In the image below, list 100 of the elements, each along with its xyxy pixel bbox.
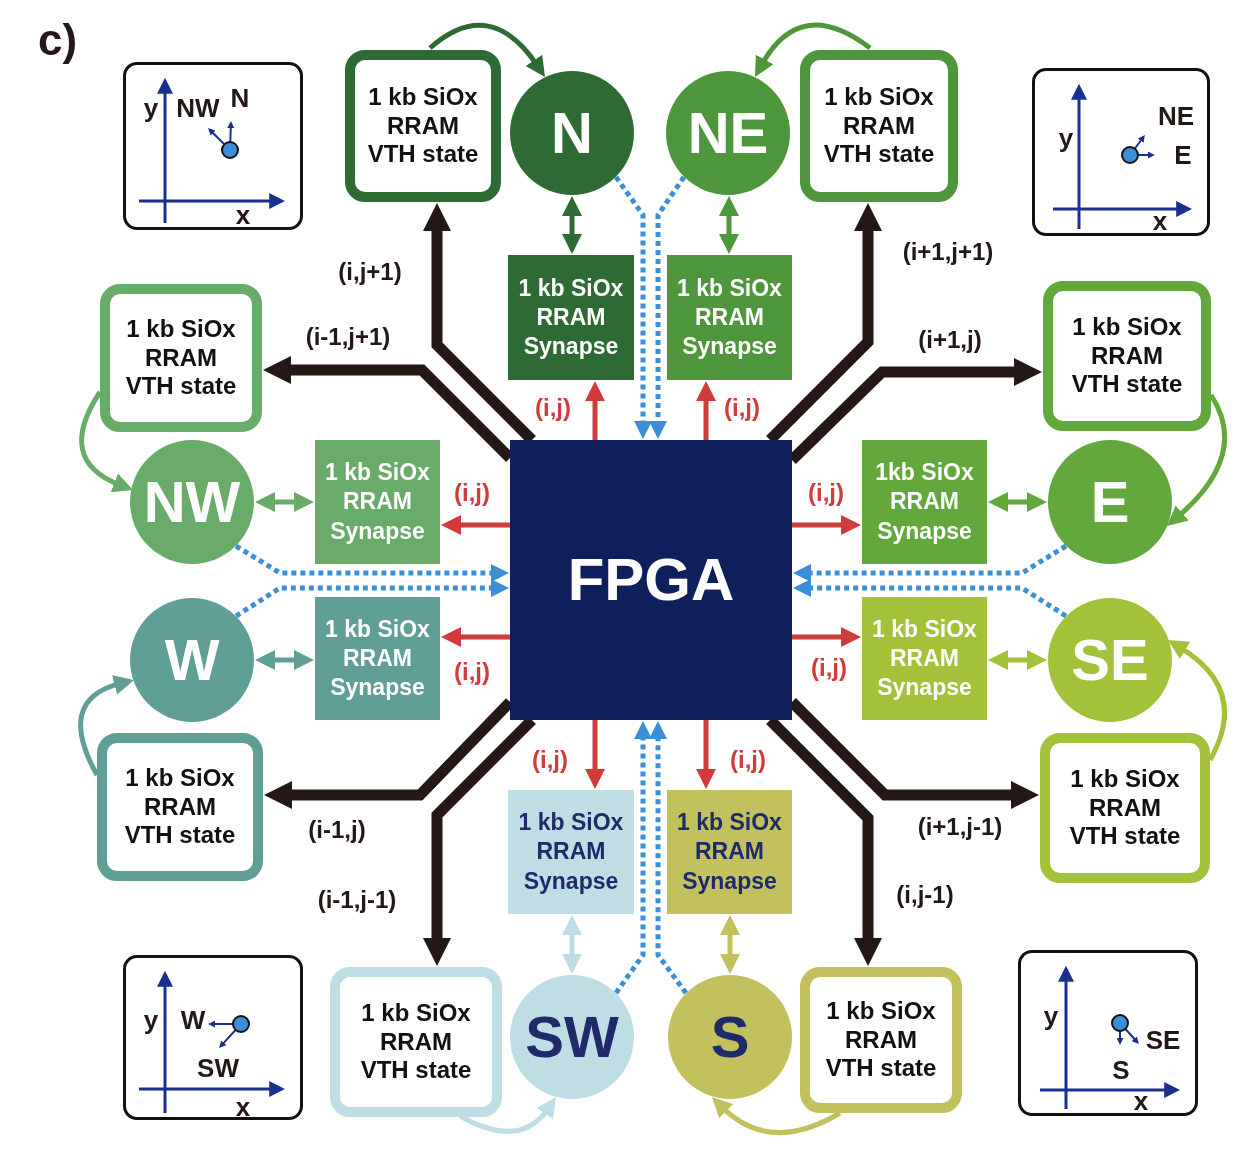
double-arrow [255, 492, 314, 512]
double-arrow [988, 492, 1047, 512]
edge-label: (i,j+1) [336, 260, 404, 284]
double-arrow [720, 915, 740, 974]
curved-arrow [754, 22, 872, 77]
node-label: 1 kb SiOx RRAM Synapse [517, 808, 625, 896]
double-arrow [719, 196, 739, 254]
dotted-arrow [793, 543, 1068, 582]
dotted-arrow [649, 175, 687, 439]
node-label: 1kb SiOx RRAM Synapse [874, 458, 975, 546]
inset-label: x [1133, 1088, 1149, 1114]
node-label: N [551, 104, 593, 162]
state-box [97, 733, 263, 881]
node-label: E [1090, 473, 1130, 531]
synapse-box [667, 790, 792, 914]
arrow [441, 515, 510, 535]
synapse-box [862, 440, 987, 564]
state-box [800, 967, 962, 1113]
dotted-arrow [234, 579, 509, 619]
inset-label: y [1058, 125, 1074, 151]
node-label: 1 kb SiOx RRAM Synapse [324, 458, 431, 546]
inset-label: W [180, 1007, 206, 1033]
state-box [330, 967, 502, 1117]
dotted-arrow [649, 721, 688, 995]
node-label: 1 kb SiOx RRAM VTH state [124, 314, 238, 402]
curved-arrow [1167, 393, 1228, 527]
curved-arrow [428, 22, 546, 77]
node-label: 1 kb SiOx RRAM VTH state [366, 82, 480, 170]
synapse-box [315, 597, 440, 720]
double-arrow [988, 650, 1047, 670]
dotted-arrow [613, 721, 652, 995]
node-label: 1 kb SiOx RRAM Synapse [871, 614, 978, 703]
edge-label: (i,j) [533, 396, 573, 420]
synapse-box [862, 597, 987, 720]
synapse-box [315, 440, 440, 564]
edge-label: (i+1,j+1) [900, 240, 996, 264]
edge-label: (i+1,j-1) [915, 815, 1005, 839]
arrow [696, 381, 716, 440]
double-arrow [255, 650, 314, 670]
edge-label: (i,j) [806, 481, 846, 505]
curved-arrow [458, 1097, 557, 1134]
edge-label: (i,j) [728, 748, 768, 772]
curved-arrow [78, 675, 134, 777]
inset-label: y [1043, 1003, 1059, 1029]
edge-label: (i,j) [809, 656, 849, 680]
node-label: FPGA [567, 550, 735, 610]
node-label: 1 kb SiOx RRAM Synapse [676, 273, 783, 362]
edge-label: (i,j) [452, 660, 492, 684]
edge-label: (i,j) [530, 748, 570, 772]
state-box [1040, 733, 1210, 883]
node-label: 1 kb SiOx RRAM VTH state [359, 998, 473, 1086]
fpga-block [510, 440, 792, 720]
node-label: 1 kb SiOx RRAM VTH state [824, 996, 938, 1084]
edge-label: (i-1,j+1) [303, 325, 393, 349]
inset-label: NE [1157, 103, 1195, 129]
node-label: 1 kb SiOx RRAM VTH state [822, 82, 936, 170]
inset-label: x [235, 1094, 251, 1120]
inset-label: SE [1145, 1027, 1181, 1053]
synapse-box [667, 255, 792, 380]
arrow [441, 627, 510, 647]
edge-label: (i-1,j-1) [315, 888, 399, 912]
inset-label: N [230, 85, 250, 111]
inset-label: NW [176, 95, 220, 121]
arrow [696, 720, 716, 789]
node-label: SW [525, 1008, 619, 1066]
state-box [1043, 281, 1211, 431]
synapse-box [508, 790, 634, 914]
dotted-arrow [613, 175, 652, 439]
edge-label: (i+1,j) [916, 328, 984, 352]
edge-label: (i,j-1) [894, 883, 956, 907]
dotted-arrow [234, 543, 509, 582]
inset-label: E [1174, 142, 1192, 168]
node-label: 1 kb SiOx RRAM VTH state [123, 763, 237, 851]
node-label: 1 kb SiOx RRAM VTH state [1068, 764, 1182, 852]
edge-label: (i,j) [452, 481, 492, 505]
curved-arrow [79, 390, 133, 492]
inset-label: SW [197, 1055, 239, 1081]
inset-label: S [1112, 1057, 1130, 1083]
inset-label: y [143, 95, 159, 121]
state-box [345, 50, 501, 202]
node-label: NW [143, 473, 241, 531]
inset-label: x [1152, 208, 1168, 234]
double-arrow [562, 196, 582, 254]
node-label: NE [687, 104, 769, 162]
curved-arrow [711, 1097, 842, 1135]
arrow [585, 381, 605, 440]
inset-label: y [143, 1007, 159, 1033]
panel-label: c) [38, 18, 78, 62]
node-label: 1 kb SiOx RRAM Synapse [517, 273, 625, 362]
state-box [100, 284, 262, 432]
state-box [800, 50, 958, 202]
synapse-box [508, 255, 634, 380]
node-label: S [710, 1008, 750, 1066]
inset-label: x [235, 202, 251, 228]
arrow [792, 627, 861, 647]
arrow [792, 515, 861, 535]
arrow [585, 720, 605, 789]
double-arrow [562, 915, 582, 974]
curved-arrow [1168, 639, 1227, 762]
edge-label: (i-1,j) [306, 818, 368, 842]
